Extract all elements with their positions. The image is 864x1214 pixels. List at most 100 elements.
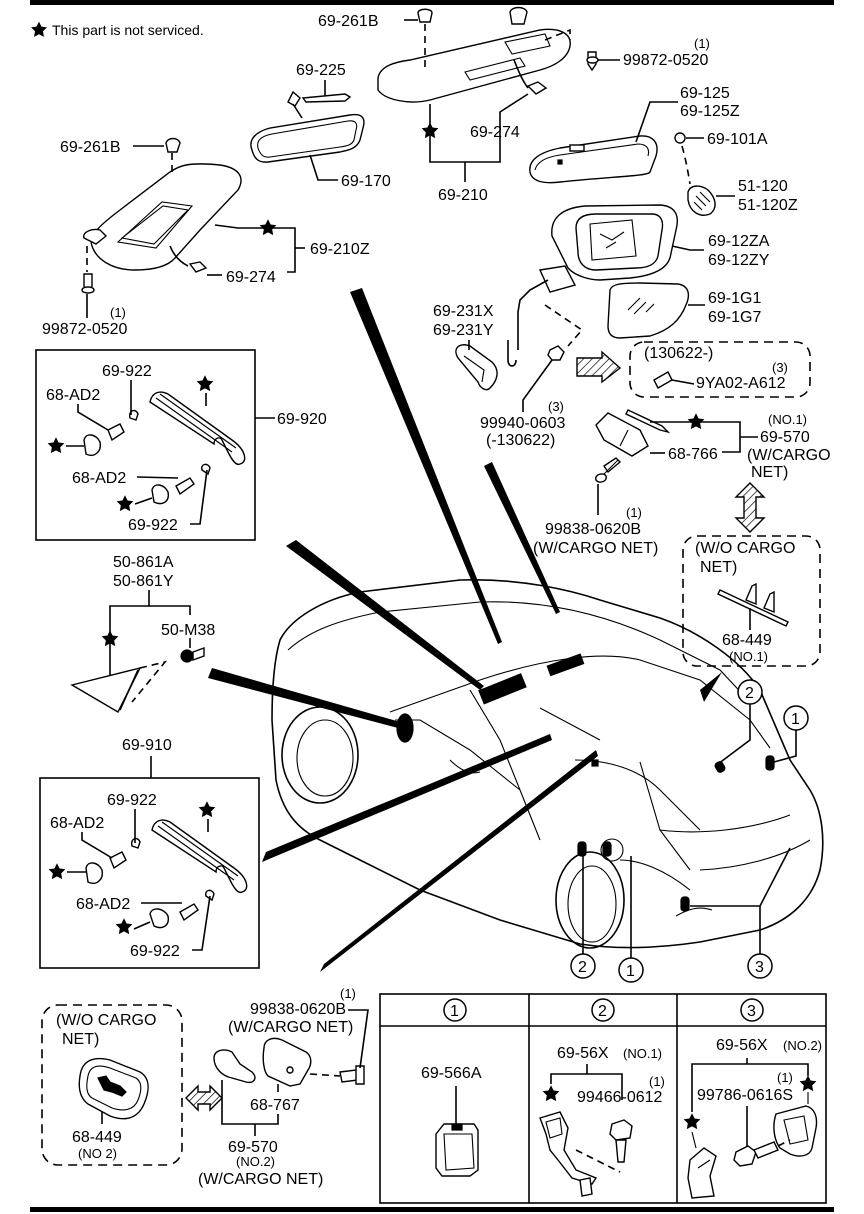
table-header-1 [443, 998, 467, 1022]
callout-2-bottom [570, 953, 596, 979]
label-69-566A: 69-566A [421, 1065, 482, 1082]
without-cargo-net-box-bottom [41, 1004, 183, 1166]
label-68-AD2-b: 68-AD2 [72, 470, 126, 487]
label-99466-0612: 99466-0612 [577, 1089, 663, 1106]
label-68-AD2-c: 68-AD2 [50, 815, 104, 832]
star-icon [259, 219, 277, 236]
mirror-cover-drawing [529, 135, 658, 184]
table-header-3 [740, 998, 764, 1022]
label-99872-0520-left: 99872-0520 [42, 321, 128, 338]
quarter-window-drawing [70, 647, 205, 713]
cover-no2-drawing [78, 1057, 149, 1120]
label-69-56X-no1-qual: (NO.1) [623, 1046, 662, 1061]
label-68-449-no1: 68-449 [722, 632, 772, 649]
label-69-231X: 69-231X [433, 303, 494, 320]
callout-2-top-number: 2 [745, 685, 754, 702]
mirror-gasket-drawing [455, 344, 498, 391]
label-qty-99872-left: (1) [110, 305, 126, 320]
label-69-1G1: 69-1G1 [708, 290, 761, 307]
callout-3-bottom-number: 3 [755, 959, 764, 976]
label-99838-top-condition: (W/CARGO NET) [533, 540, 658, 557]
label-wo-cargo-top-2: NET) [700, 559, 737, 576]
callout-1-bottom [618, 957, 644, 983]
table-header-3-number: 3 [747, 1003, 756, 1020]
label-69-1G7: 69-1G7 [708, 309, 761, 326]
callout-1-top-number: 1 [791, 711, 800, 728]
label-qty-9YA02: (3) [772, 360, 788, 375]
table-header-2 [591, 998, 615, 1022]
table-header-1-number: 1 [450, 1003, 459, 1020]
pointer-wedge [320, 750, 598, 972]
anchor-bracket-drawing [539, 1111, 598, 1197]
legend-note: This part is not serviced. [52, 22, 204, 38]
pointer-wedge [700, 672, 722, 702]
label-69-12ZA: 69-12ZA [708, 233, 770, 250]
label-68-449-no1-qual: (NO.1) [729, 649, 768, 664]
top-border-bar [30, 0, 834, 5]
label-69-922-b: 69-922 [128, 517, 178, 534]
label-69-170: 69-170 [341, 173, 391, 190]
sun-visor-right-drawing [377, 6, 599, 103]
label-69-225: 69-225 [296, 62, 346, 79]
label-69-210: 69-210 [438, 187, 488, 204]
label-99872-0520-top: 99872-0520 [623, 52, 709, 69]
label-qty-99838-top: (1) [626, 505, 642, 520]
label-68-766: 68-766 [668, 446, 718, 463]
label-wo-cargo-bot-1: (W/O CARGO [56, 1012, 156, 1029]
label-69-274-top: 69-274 [470, 124, 520, 141]
callout-3-bottom [747, 953, 773, 979]
label-qty-99786: (1) [777, 1070, 793, 1085]
label-69-56X-no2-qual: (NO.2) [783, 1038, 822, 1053]
sun-visor-left-drawing [81, 137, 242, 294]
label-130622-range: (130622-) [644, 345, 713, 362]
cargo-hook-no1-drawing [595, 409, 671, 483]
pointer-wedge [262, 734, 552, 862]
star-icon [48, 863, 66, 880]
label-9YA02-A612: 9YA02-A612 [696, 375, 786, 392]
label-68-AD2-d: 68-AD2 [76, 896, 130, 913]
label-69-125Z: 69-125Z [680, 103, 740, 120]
label-wo-cargo-top-1: (W/O CARGO [695, 540, 795, 557]
star-icon [116, 495, 134, 512]
label-99940-0603: 99940-0603 [480, 415, 566, 432]
revision-box [629, 341, 811, 398]
label-69-910: 69-910 [122, 737, 172, 754]
label-68-449-no2: 68-449 [72, 1129, 122, 1146]
turn-signal-lamp-drawing [687, 185, 716, 216]
pointer-wedge [350, 288, 502, 644]
label-99940-range: (-130622) [486, 432, 555, 449]
label-69-56X-no2: 69-56X [716, 1037, 768, 1054]
label-99838-0620B-top: 99838-0620B [545, 521, 641, 538]
bottom-border-bar [30, 1207, 834, 1212]
pointer-wedge [484, 462, 560, 614]
label-69-920: 69-920 [277, 411, 327, 428]
label-69-570-no2-qual: (NO.2) [236, 1154, 275, 1169]
label-99838-bottom-condition: (W/CARGO NET) [228, 1019, 353, 1036]
label-50-M38: 50-M38 [161, 622, 215, 639]
label-68-449-no2-qual: (NO 2) [78, 1146, 117, 1161]
alternative-arrow-icon [734, 482, 766, 533]
switch-69-566A-drawing [435, 1123, 479, 1177]
label-69-261B-left: 69-261B [60, 139, 121, 156]
table-header-2-number: 2 [598, 1003, 607, 1020]
label-51-120Z: 51-120Z [738, 197, 798, 214]
label-50-861A: 50-861A [113, 554, 174, 571]
label-69-56X-no1: 69-56X [557, 1045, 609, 1062]
label-qty-99872-top: (1) [694, 36, 710, 51]
label-68-767: 68-767 [250, 1097, 300, 1114]
callout-2-bottom-number: 2 [578, 959, 587, 976]
rear-view-mirror-drawing [250, 90, 365, 163]
pointer-wedge [286, 540, 484, 690]
star-icon [196, 375, 214, 392]
star-icon [687, 413, 705, 430]
star-icon [31, 21, 47, 37]
label-69-922-d: 69-922 [130, 943, 180, 960]
label-69-570-no1-cond1: (W/CARGO [747, 447, 831, 464]
label-69-261B-top: 69-261B [318, 13, 379, 30]
assist-grip-front-drawing [83, 391, 246, 505]
detail-table [379, 993, 827, 1204]
pointer-wedge [208, 668, 400, 728]
assist-grip-box-rear [39, 777, 260, 969]
without-cargo-net-box-top [682, 535, 821, 667]
